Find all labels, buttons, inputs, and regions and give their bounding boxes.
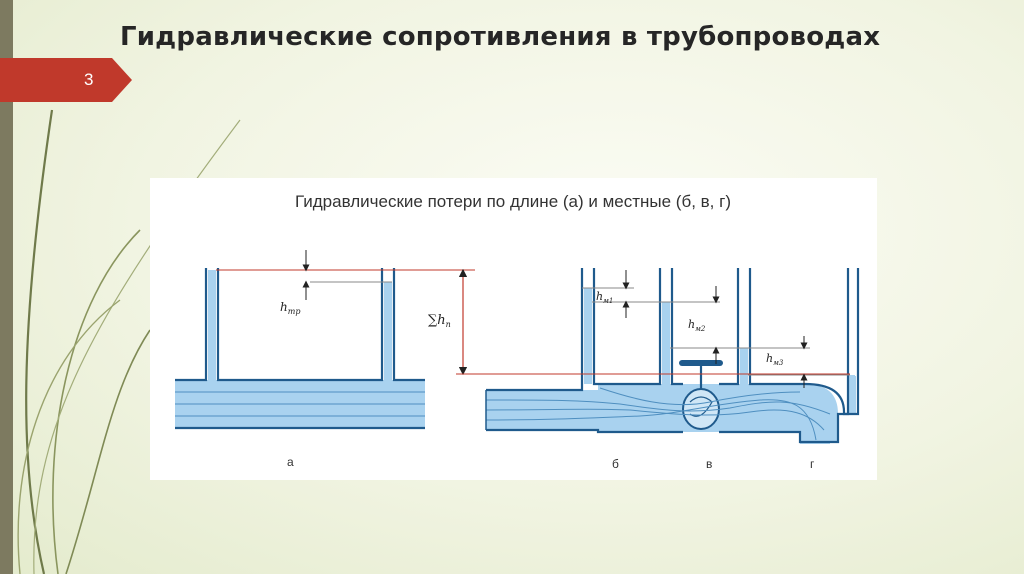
label-h-m3: hм3 <box>766 352 784 367</box>
page-number: 3 <box>84 70 94 89</box>
panel-a-friction-loss: hтр а <box>175 250 475 469</box>
panel-letter-v: в <box>706 457 712 471</box>
hydraulic-losses-diagram: Гидравлические потери по длине (а) и мес… <box>175 192 860 471</box>
label-sum-h-p: ∑hп <box>428 313 451 329</box>
left-accent-bar <box>0 0 13 574</box>
hydraulic-losses-figure: Гидравлические потери по длине (а) и мес… <box>150 178 877 480</box>
panel-letter-a: а <box>287 455 294 469</box>
panel-letter-g: г <box>810 457 815 471</box>
slide-title: Гидравлические сопротивления в трубопров… <box>120 22 881 52</box>
label-h-m2: hм2 <box>688 318 706 333</box>
page-number-badge <box>0 58 132 102</box>
panel-letter-b: б <box>612 457 619 471</box>
total-loss-indicator: ∑hп <box>428 268 468 376</box>
label-h-m1: hм1 <box>596 290 613 305</box>
panel-b-v-g-local-losses: hм1 hм2 hм3 б в г <box>456 268 860 471</box>
label-h-tr: hтр <box>280 300 300 316</box>
figure-caption: Гидравлические потери по длине (а) и мес… <box>295 192 731 211</box>
